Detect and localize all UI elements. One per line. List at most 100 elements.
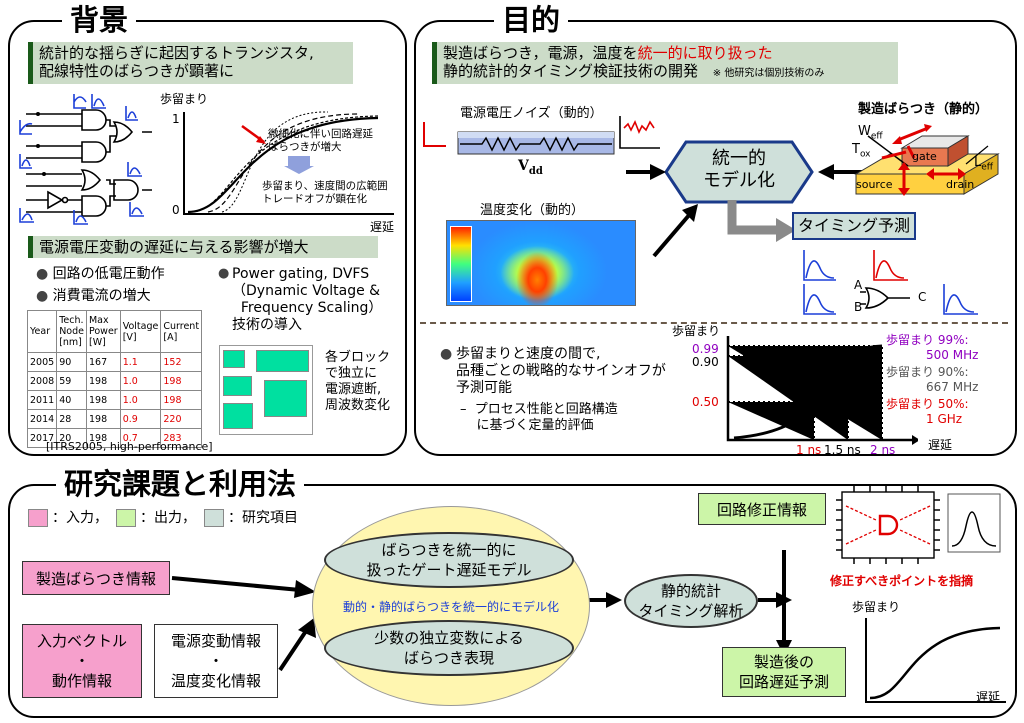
ssta-box: 静的統計 タイミング解析 — [624, 574, 758, 628]
vdd-noise-diagram — [423, 116, 660, 155]
purpose-bullet: 歩留まりと速度の間で, 品種ごとの戦略的なサインオフが 予測可能 — [456, 346, 666, 396]
cdf-y-050: 0.50 — [692, 395, 719, 409]
table-header-row: Year Tech. Node [nm] Max Power [W] Volta… — [26, 310, 203, 353]
cdf-legend-99: 歩留まり 99%:500 MHz — [886, 333, 978, 363]
purpose-bullet-dot: ● — [440, 346, 453, 362]
yield-s-curve-chart — [183, 111, 394, 215]
noise-label: 電源電圧ノイズ（動的） — [460, 106, 603, 121]
yield-chart-y-bottom: 0 — [172, 203, 180, 217]
purpose-sub-bullet: – プロセス性能と回路構造 に基づく定量的評価 — [460, 402, 618, 433]
research-legend: ：入力， ：出力， ：研究項目 — [28, 508, 298, 528]
final-delay-xlabel: 遅延 — [976, 690, 1001, 704]
temperature-scale — [450, 226, 472, 302]
circuit-fix-info: 回路修正情報 — [698, 493, 826, 525]
cdf-chart — [726, 336, 918, 445]
purpose-header-line2: 静的統計的タイミング検証技術の開発 — [443, 62, 699, 80]
itrs-table-caption: [ITRS2005, high-performance] — [46, 440, 213, 453]
legend-value: 500 MHz — [926, 348, 979, 362]
timing-prediction-arrow — [727, 200, 796, 242]
cdf-x-1ns: 1 ns — [796, 443, 822, 457]
table-cell: 220 — [160, 409, 203, 429]
cdf-legend-90: 歩留まり 90%:667 MHz — [886, 365, 978, 395]
yield-chart-note-2: 歩留まり、速度間の広範囲 トレードオフが顕在化 — [262, 180, 388, 205]
table-cell: 198 — [85, 409, 121, 429]
table-cell: 28 — [56, 409, 87, 429]
purpose-header: 製造ばらつき，電源，温度を統一的に取り扱った 静的統計的タイミング検証技術の開発… — [432, 42, 898, 84]
vdd-text: V — [518, 158, 529, 174]
power-block — [223, 376, 252, 396]
purpose-header-red: 統一的に取り扱った — [637, 44, 773, 62]
static-variation-label: 製造ばらつき（静的） — [858, 102, 989, 117]
gate-input-b: B — [854, 300, 863, 314]
cdf-x-2ns: 2 ns — [870, 443, 896, 457]
table-cell: 198 — [85, 428, 121, 448]
table-cell: 167 — [85, 352, 121, 372]
table-cell: 2005 — [26, 352, 58, 372]
table-cell: 283 — [160, 428, 203, 448]
table-cell: 198 — [160, 390, 203, 410]
table-header: Tech. Node [nm] — [56, 310, 87, 353]
table-cell: 2014 — [26, 409, 58, 429]
power-block — [223, 403, 253, 429]
env-variation-info: 電源変動情報 ・ 温度変化情報 — [154, 624, 278, 698]
table-cell: 2017 — [26, 428, 58, 448]
table-header: Current [A] — [160, 310, 203, 353]
legend-label: 歩留まり 50%: — [886, 397, 969, 411]
cdf-y-099: 0.99 — [692, 342, 719, 356]
cdf-ylabel: 歩留まり — [672, 324, 721, 338]
table-cell: 20 — [56, 428, 87, 448]
legend-label: 歩留まり 99%: — [886, 333, 969, 347]
gate-input-a: A — [854, 278, 863, 292]
transistor-diagram — [854, 124, 1000, 196]
power-blocks-frame — [219, 345, 313, 435]
model-label: 統一的 モデル化 — [703, 148, 775, 191]
temp-label: 温度変化（動的） — [480, 203, 585, 218]
logic-gates-diagram — [19, 94, 152, 225]
legend-swatch-output — [116, 509, 136, 527]
power-block — [256, 350, 309, 372]
flow-arrows — [171, 550, 792, 672]
gate-delay-model: ばらつきを統一的に 扱ったゲート遅延モデル — [324, 532, 574, 588]
temperature-heatmap — [446, 220, 636, 306]
cdf-legend: 歩留まり 99%:500 MHz 歩留まり 90%:667 MHz 歩留まり 5… — [886, 333, 978, 427]
legend-research-label: ：研究項目 — [228, 510, 298, 526]
table-header: Voltage [V] — [119, 310, 162, 353]
vdd-sub: dd — [528, 165, 543, 177]
purpose-header-note: ※ 他研究は個別技術のみ — [712, 68, 825, 79]
table-cell: 1.1 — [119, 352, 162, 372]
power-block — [223, 350, 245, 368]
weff-text: W — [858, 124, 871, 139]
table-header: Max Power [W] — [85, 310, 121, 353]
tox-sub: ox — [859, 149, 871, 160]
table-cell: 2008 — [26, 371, 58, 391]
cdf-x-15ns: 1.5 ns — [824, 443, 861, 457]
legend-swatch-research — [204, 509, 224, 527]
weff-label: Weff — [858, 124, 883, 145]
background-header-1: 統計的な揺らぎに起因するトランジスタ, 配線特性のばらつきが顕著に — [28, 42, 353, 84]
leff-text: L — [974, 155, 982, 170]
leff-sub: eff — [981, 162, 993, 173]
background-header-2: 電源電圧変動の遅延に与える影響が増大 — [28, 236, 378, 258]
table-cell: 40 — [56, 390, 87, 410]
power-block — [264, 380, 307, 417]
legend-label: 歩留まり 90%: — [886, 365, 969, 379]
legend-value: 1 GHz — [926, 412, 963, 426]
gate-output-c: C — [918, 290, 927, 304]
table-cell: 59 — [56, 371, 87, 391]
gate-label: gate — [912, 150, 937, 163]
model-input-arrows — [626, 164, 866, 258]
yield-chart-xlabel: 遅延 — [370, 220, 395, 234]
cdf-y-090: 0.90 — [692, 355, 719, 369]
tox-label: Tox — [852, 142, 871, 163]
power-block-note: 各ブロック で独立に 電源遮断, 周波数変化 — [325, 350, 391, 413]
timing-prediction-label: タイミング予測 — [792, 212, 916, 240]
table-cell: 198 — [160, 371, 203, 391]
yield-chart-ylabel: 歩留まり — [160, 92, 209, 106]
legend-output-label: ：出力， — [140, 510, 196, 526]
weff-sub: eff — [870, 131, 883, 142]
table-cell: 198 — [85, 390, 121, 410]
input-vector-info: 入力ベクトル ・ 動作情報 — [22, 624, 142, 698]
